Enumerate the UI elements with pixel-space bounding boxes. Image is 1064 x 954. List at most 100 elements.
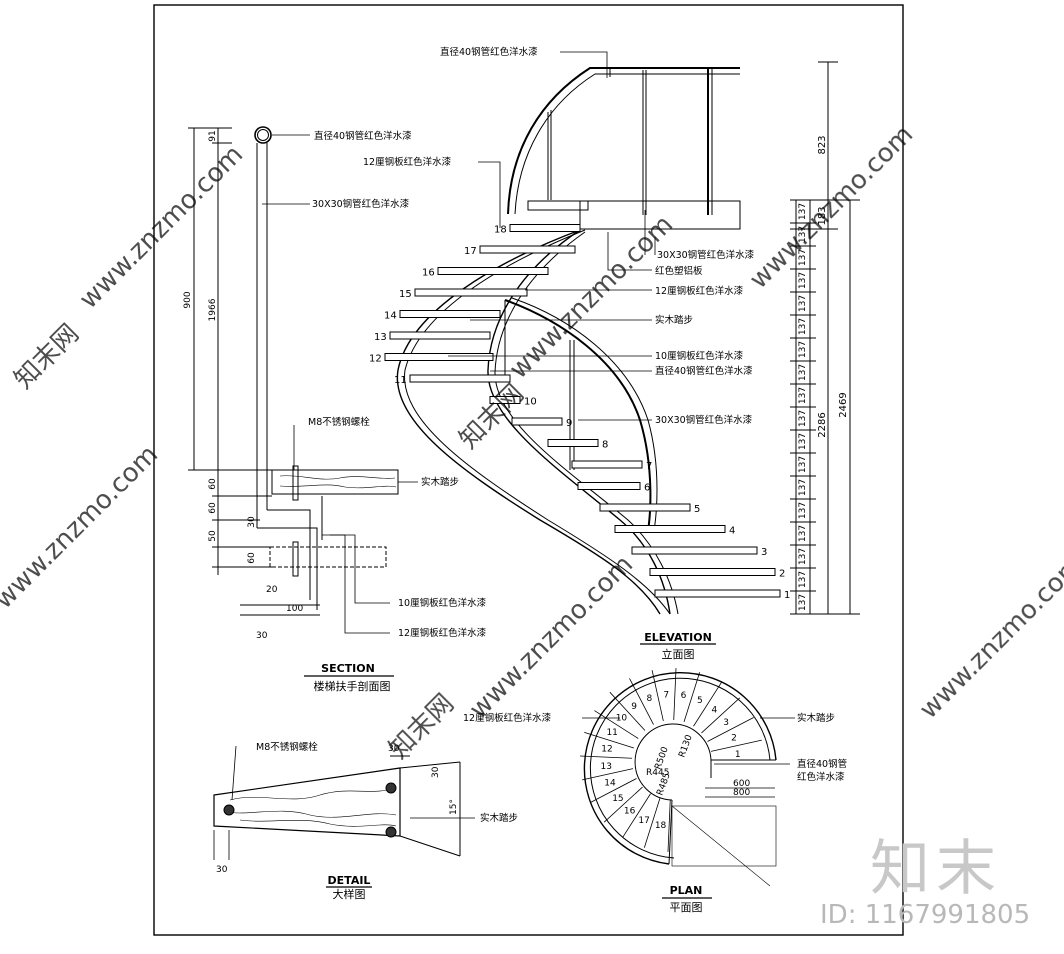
sec-dim-20: 20 (266, 585, 278, 595)
detail-callout-bolt: M8不锈钢螺栓 (256, 741, 318, 753)
plan-spoke (651, 670, 664, 722)
watermark-site-4: www.znzmo.com (464, 550, 639, 725)
riser-label: 137 (798, 249, 808, 266)
plan-spoke (673, 668, 677, 721)
plan-tread-spokes (580, 668, 762, 852)
dim-2469: 2469 (838, 392, 849, 417)
plan-spoke (643, 798, 661, 848)
sec-dim-30: 30 (247, 516, 257, 528)
step-label-10: 10 (524, 397, 537, 408)
sec-dim-60b: 60 (208, 502, 218, 514)
plan-spoke (609, 691, 646, 731)
sec-callout-bolt: M8不锈钢螺栓 (308, 416, 370, 428)
step-label-2: 2 (779, 569, 785, 580)
tread-6 (577, 482, 641, 490)
plan-step-17: 17 (638, 816, 649, 826)
plan-r445: R445 (646, 768, 669, 778)
section-title: SECTION (321, 662, 375, 675)
plan-step-15: 15 (612, 794, 623, 804)
step-label-16: 16 (422, 268, 435, 279)
elevation-treads (384, 224, 781, 598)
plan-spoke (667, 799, 671, 852)
sec-callout-pipe: 直径40钢管红色洋水漆 (314, 130, 412, 142)
elev-callout-12mm: 12厘钢板红色洋水漆 (655, 285, 744, 297)
step-label-3: 3 (761, 547, 767, 558)
plan-spoke (622, 793, 651, 838)
watermark-logo-2: 知末网 (454, 379, 530, 455)
riser-label: 137 (798, 479, 808, 496)
tread-1 (654, 589, 781, 598)
tread-18 (509, 224, 581, 232)
step-label-7: 7 (646, 461, 652, 472)
plan-spoke (693, 682, 722, 727)
plan-spoke (584, 731, 634, 749)
step-label-15: 15 (399, 289, 412, 300)
tread-2 (649, 568, 776, 576)
plan-spoke (701, 697, 741, 734)
plan-step-4: 4 (712, 705, 718, 715)
detail-dim-30b: 30 (431, 766, 441, 778)
detail-title: DETAIL (328, 874, 371, 887)
sec-dim-60c: 60 (247, 552, 257, 564)
watermark-logo-1: 知末网 (9, 319, 85, 395)
elev-callout-10mm: 10厘钢板红色洋水漆 (655, 350, 744, 362)
elevation-leaders (448, 51, 656, 421)
tread-10 (489, 396, 521, 404)
tread-7 (571, 460, 643, 469)
sheet-border (153, 4, 904, 936)
riser-label: 137 (798, 456, 808, 473)
dim-183: 183 (817, 206, 828, 225)
plan-spoke (683, 672, 701, 722)
plan-step-2: 2 (731, 733, 737, 743)
detail-dim-30a: 30 (388, 744, 400, 754)
tread-9 (511, 417, 563, 426)
plan-spoke (707, 717, 754, 742)
tread-3 (631, 546, 758, 555)
detail-drawing (213, 745, 475, 860)
plan-dim-800: 800 (733, 788, 750, 798)
plan-step-9: 9 (631, 702, 637, 712)
step-label-11: 11 (394, 375, 407, 386)
step-label-8: 8 (602, 440, 608, 451)
riser-label: 137 (798, 226, 808, 243)
riser-dimension-ticks (790, 199, 816, 615)
elev-callout-tread: 实木踏步 (655, 314, 693, 326)
section-drawing (188, 126, 418, 634)
step-label-6: 6 (644, 483, 650, 494)
plan-spoke (590, 778, 637, 803)
step-label-5: 5 (694, 504, 700, 515)
tread-11 (409, 374, 511, 383)
section-subtitle: 楼梯扶手剖面图 (314, 679, 391, 693)
sec-dim-50: 50 (208, 530, 218, 542)
plan-step-10: 10 (616, 714, 628, 724)
riser-label: 137 (798, 318, 808, 335)
dim-2286: 2286 (817, 412, 828, 437)
step-label-1: 1 (784, 590, 790, 601)
elevation-title: ELEVATION (644, 631, 712, 644)
sec-dim-100: 100 (286, 604, 303, 614)
detail-dim-angle: 15° (449, 799, 459, 815)
brand-logo: 知末 (870, 834, 1002, 904)
watermark-site-6: www.znzmo.com (914, 550, 1064, 725)
dim-823: 823 (817, 135, 828, 154)
plan-spoke (594, 710, 639, 739)
tread-15 (414, 288, 528, 297)
plan-step-8: 8 (647, 694, 653, 704)
tread-17 (479, 245, 576, 254)
watermark-logo-3: 知末网 (384, 689, 460, 765)
riser-label: 137 (798, 410, 808, 427)
step-label-14: 14 (384, 311, 397, 322)
plan-step-11: 11 (606, 728, 617, 738)
watermarks: www.znzmo.com 知末网 www.znzmo.com www.znzm… (0, 120, 1064, 765)
tread-14 (399, 310, 501, 318)
elev-callout-stringer: 12厘钢板红色洋水漆 (363, 156, 452, 168)
tread-4 (614, 525, 726, 533)
plan-spoke (603, 786, 643, 823)
elev-callout-baluster-top: 30X30钢管红色洋水漆 (657, 249, 755, 261)
sec-dim-900: 900 (183, 291, 193, 308)
plan-step-16: 16 (624, 807, 636, 817)
sec-callout-tread: 实木踏步 (421, 476, 459, 488)
